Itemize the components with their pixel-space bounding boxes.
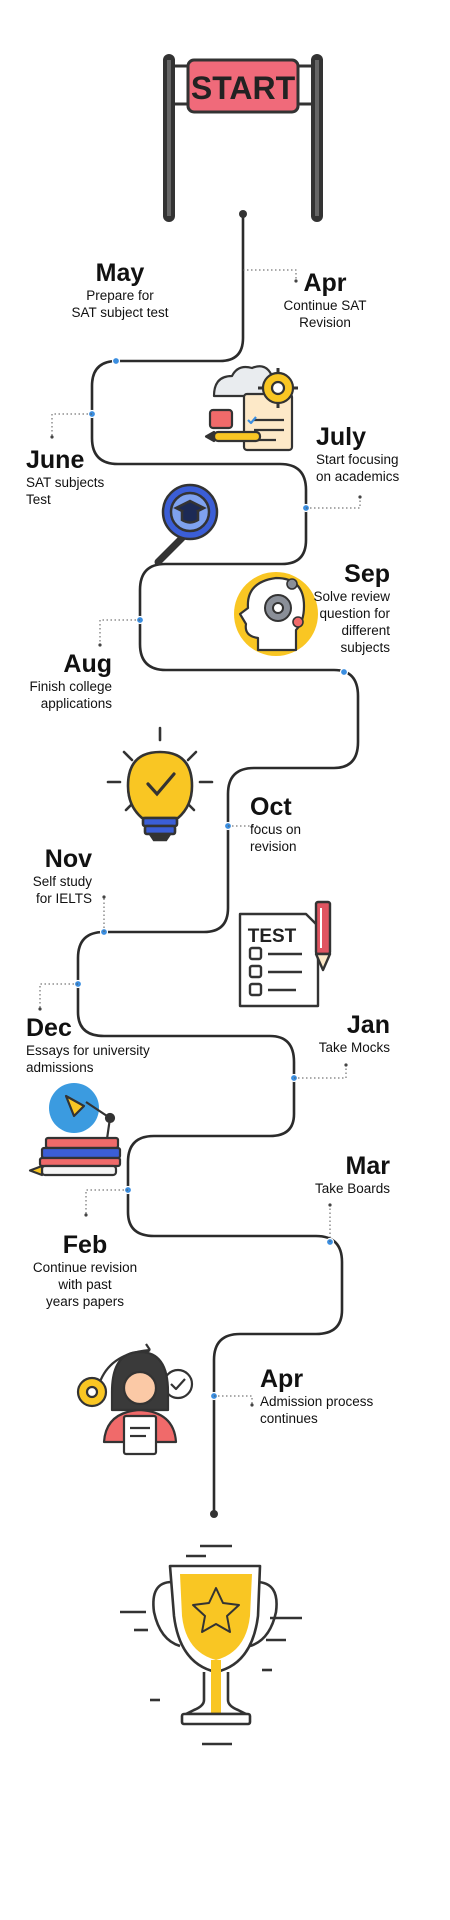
milestone-month: June: [26, 446, 85, 474]
milestone-desc-line: focus on: [250, 822, 302, 837]
milestone-desc-line: Start focusing: [316, 452, 399, 467]
milestone-sep: Sep Solve review question for different …: [300, 561, 390, 656]
roadmap-path: [76, 214, 360, 1514]
start-banner-icon: START: [163, 54, 323, 222]
trophy-star-icon: [120, 1544, 302, 1746]
milestone-desc-line: subjects: [340, 640, 390, 655]
milestone-desc-line: Self study: [32, 874, 92, 889]
milestone-apr-2: Apr Admission process continues: [260, 1366, 400, 1427]
milestone-desc-line: on academics: [316, 469, 400, 484]
milestone-month: Mar: [345, 1152, 390, 1180]
milestone-desc-line: Take Mocks: [318, 1040, 390, 1055]
milestone-desc-line: SAT subject test: [71, 305, 169, 320]
node-may: [111, 356, 121, 366]
test-label: TEST: [248, 926, 297, 947]
lightbulb-check-icon: [106, 726, 214, 842]
milestone-month: Aug: [63, 650, 112, 678]
milestone-month: Jan: [346, 1011, 390, 1039]
milestone-desc-line: continues: [260, 1411, 318, 1426]
graduation-magnifier-icon: [154, 483, 219, 566]
milestone-june: June SAT subjects Test: [26, 447, 146, 508]
milestone-desc-line: applications: [40, 696, 112, 711]
milestone-desc-line: Solve review: [313, 589, 390, 604]
milestone-desc-line: revision: [250, 839, 297, 854]
student-gears-icon: [76, 1343, 194, 1456]
milestone-month: May: [95, 259, 145, 287]
milestone-desc-line: Continue revision: [32, 1260, 138, 1275]
milestone-desc-line: Test: [26, 492, 51, 507]
milestone-nov: Nov Self study for IELTS: [0, 846, 92, 907]
milestone-desc-line: for IELTS: [35, 891, 92, 906]
milestone-month: Apr: [303, 269, 347, 297]
milestone-month: Feb: [62, 1231, 108, 1259]
milestone-may: May Prepare for SAT subject test: [60, 260, 180, 321]
head-gears-icon: [234, 572, 318, 656]
milestone-feb: Feb Continue revision with past years pa…: [20, 1232, 150, 1310]
milestone-desc-line: Take Boards: [314, 1181, 390, 1196]
gears-document-icon: [204, 365, 298, 452]
milestone-desc-line: Continue SAT: [283, 298, 367, 313]
milestone-month: Sep: [344, 560, 390, 588]
milestone-month: July: [316, 423, 367, 451]
milestone-month: Nov: [44, 845, 92, 873]
books-lamp-icon: [28, 1083, 122, 1177]
milestone-desc-line: Admission process: [260, 1394, 374, 1409]
path-end-dot: [210, 1510, 218, 1518]
milestone-desc-line: Essays for university: [26, 1043, 150, 1058]
milestone-desc-line: question for: [319, 606, 390, 621]
milestone-july: July Start focusing on academics: [316, 424, 446, 485]
milestone-month: Apr: [260, 1365, 304, 1393]
start-label: START: [191, 70, 296, 106]
node-sep: [339, 667, 349, 677]
milestone-desc-line: years papers: [45, 1294, 125, 1309]
milestone-desc-line: with past: [58, 1277, 112, 1292]
milestone-month: Dec: [26, 1014, 72, 1042]
milestone-apr: Apr Continue SAT Revision: [270, 270, 380, 331]
milestone-oct: Oct focus on revision: [250, 794, 370, 855]
leader-lines: [39, 269, 361, 1404]
milestone-desc-line: SAT subjects: [26, 475, 105, 490]
milestone-desc-line: Finish college: [29, 679, 112, 694]
milestone-desc-line: Revision: [299, 315, 351, 330]
milestone-month: Oct: [250, 793, 292, 821]
path-start-dot: [239, 210, 247, 218]
milestone-mar: Mar Take Boards: [280, 1153, 390, 1197]
milestone-dec: Dec Essays for university admissions: [26, 1015, 196, 1076]
milestone-jan: Jan Take Mocks: [280, 1012, 390, 1056]
milestone-aug: Aug Finish college applications: [6, 651, 112, 712]
milestone-desc-line: Prepare for: [86, 288, 154, 303]
milestone-desc-line: different: [341, 623, 390, 638]
test-sheet-icon: TEST: [238, 900, 332, 1008]
milestone-desc-line: admissions: [26, 1060, 94, 1075]
